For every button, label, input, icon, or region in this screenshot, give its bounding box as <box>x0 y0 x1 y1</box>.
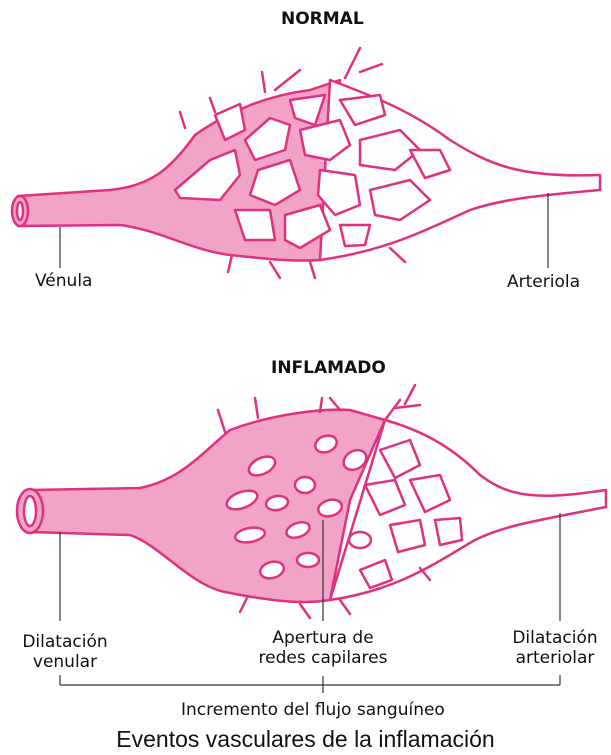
figure-caption: Eventos vasculares de la inflamación <box>0 726 611 753</box>
inflamed-vessel-network <box>17 385 606 618</box>
capillary-opening-line2: redes capilares <box>243 649 403 669</box>
arteriolar-dilation-line2: arteriolar <box>505 649 605 669</box>
venule-label: Vénula <box>35 272 92 292</box>
arteriolar-dilation-label: Dilatación arteriolar <box>505 629 605 668</box>
capillary-opening-line1: Apertura de <box>243 629 403 649</box>
increased-blood-flow-label: Incremento del flujo sanguíneo <box>181 701 445 721</box>
normal-vessel-network <box>12 48 600 278</box>
capillary-opening-label: Apertura de redes capilares <box>243 629 403 668</box>
arteriolar-dilation-line1: Dilatación <box>505 629 605 649</box>
venular-dilation-label: Dilatación venular <box>20 633 110 672</box>
flow-bracket <box>60 675 560 693</box>
arteriole-label: Arteriola <box>507 273 580 293</box>
venular-dilation-line1: Dilatación <box>20 633 110 653</box>
venular-dilation-line2: venular <box>20 653 110 673</box>
